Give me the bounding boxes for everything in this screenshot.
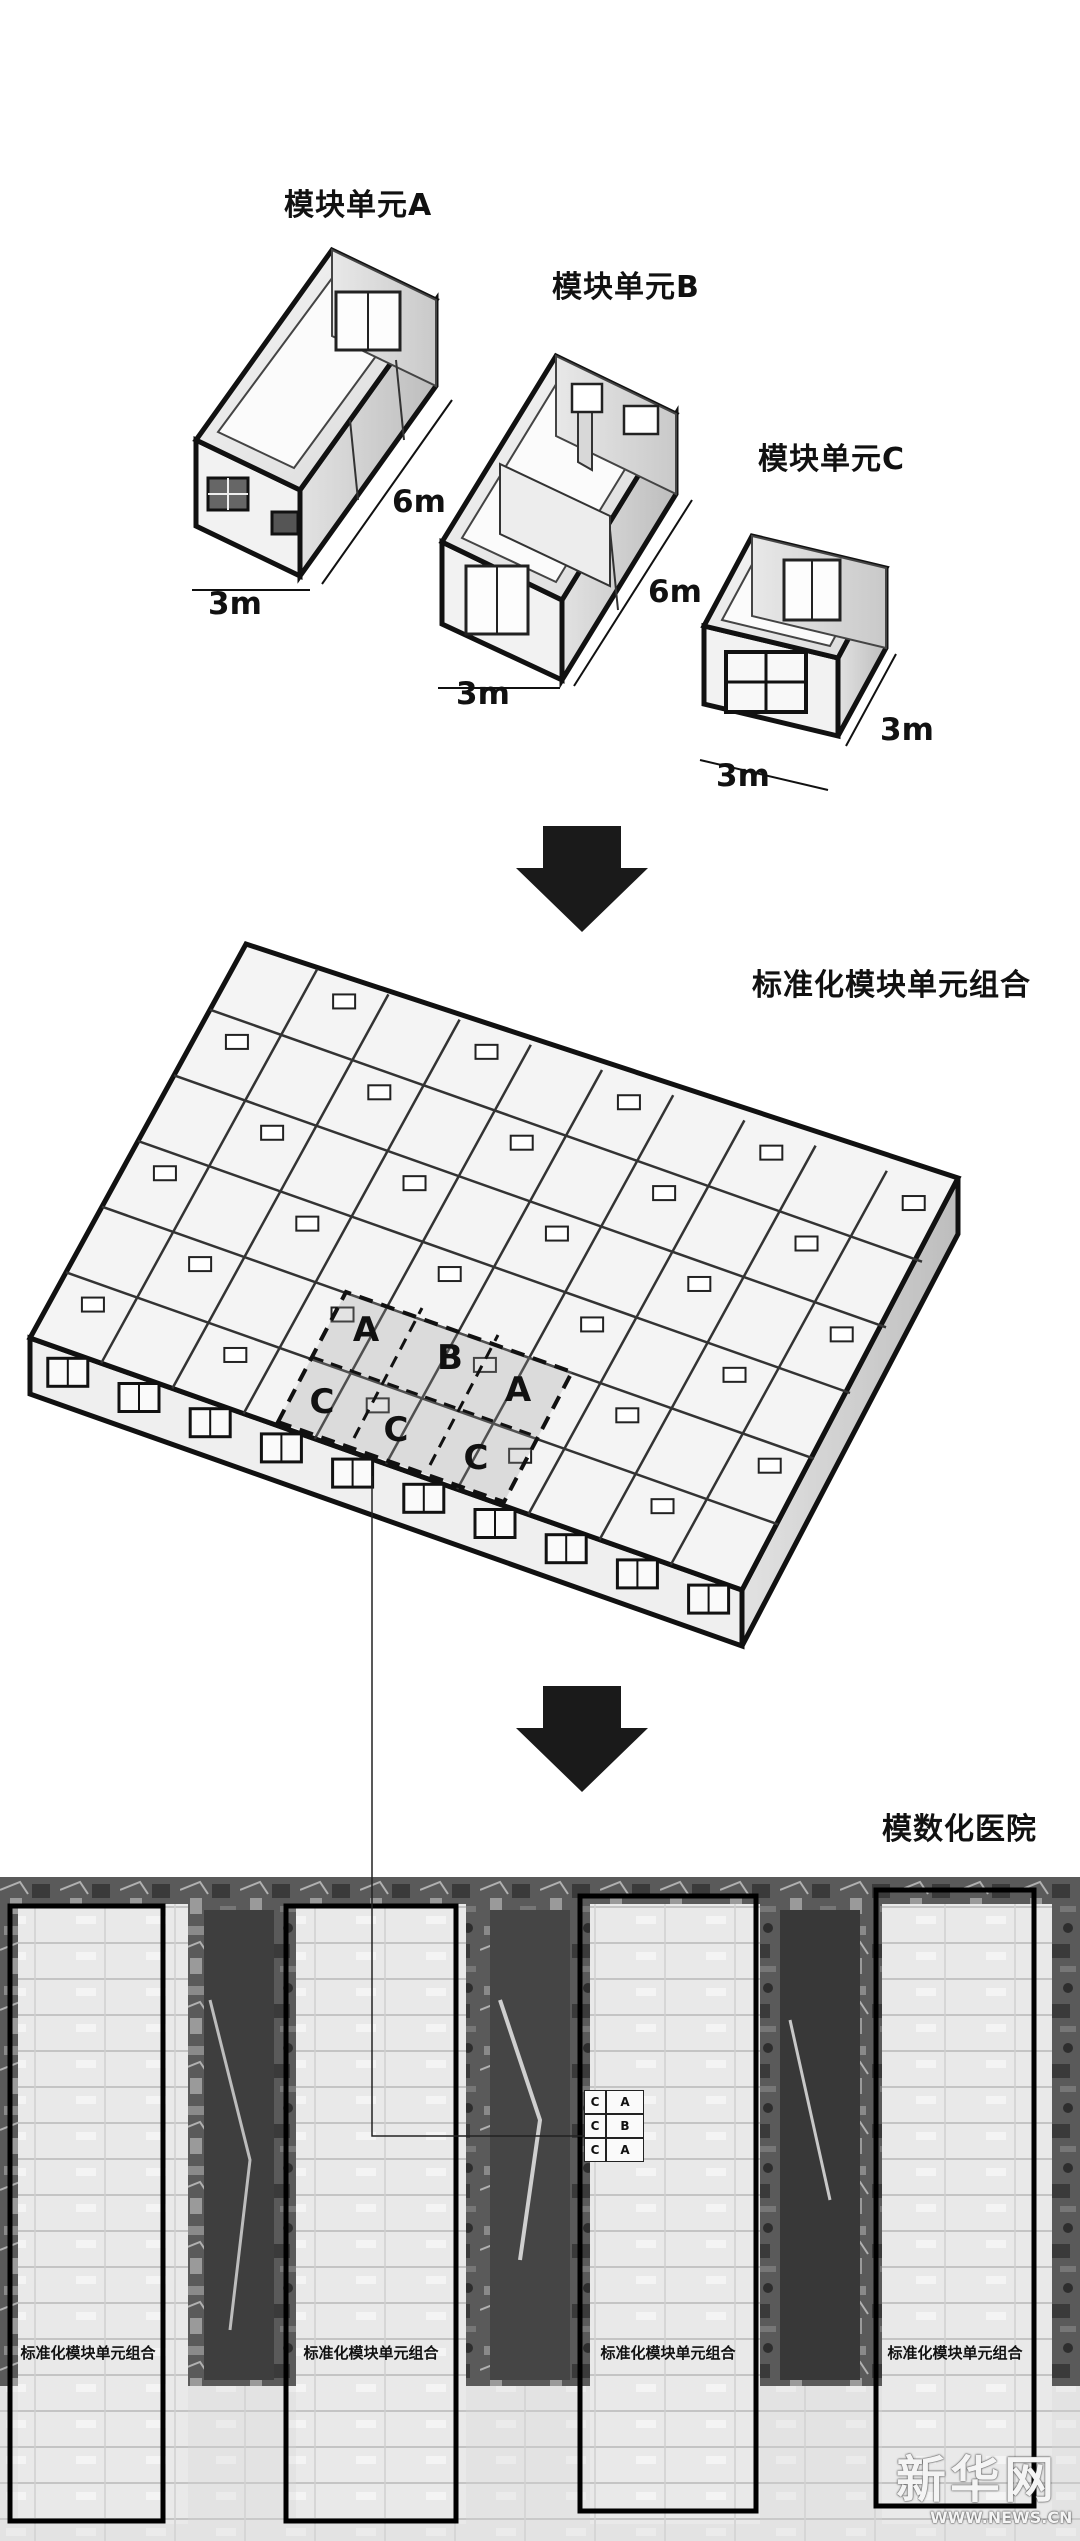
module-b-width-label: 3m	[456, 676, 510, 712]
window-icon	[189, 1257, 211, 1271]
mini-grid-cell: C	[584, 2138, 606, 2162]
mini-grid-cell: C	[584, 2114, 606, 2138]
zone-label: 标准化模块单元组合	[887, 2342, 1022, 2363]
window-icon	[903, 1196, 925, 1210]
window-icon	[831, 1327, 853, 1341]
window-icon	[546, 1227, 568, 1241]
assembly-cell-label: C	[384, 1410, 409, 1450]
module-c-title: 模块单元C	[758, 434, 905, 478]
module-a-title: 模块单元A	[284, 180, 432, 224]
window-icon	[224, 1348, 246, 1362]
assembly-cell-label: B	[437, 1338, 463, 1378]
window-icon	[616, 1408, 638, 1422]
module-a-width-label: 3m	[208, 586, 262, 622]
assembly-cell-label: A	[505, 1370, 531, 1410]
window-icon	[368, 1085, 390, 1099]
mini-grid-cell: C	[584, 2090, 606, 2114]
window-icon	[652, 1499, 674, 1513]
module-b-length-label: 6m	[648, 574, 702, 610]
window-icon	[261, 1126, 283, 1140]
zone-label: 标准化模块单元组合	[303, 2342, 438, 2363]
arrow-down-icon	[516, 826, 648, 932]
module-b-title: 模块单元B	[552, 262, 700, 306]
window-icon	[796, 1237, 818, 1251]
window-icon	[404, 1176, 426, 1190]
watermark-logo: 新华网	[896, 2440, 1058, 2512]
window-icon	[760, 1146, 782, 1160]
assembly-title: 标准化模块单元组合	[752, 960, 1031, 1004]
window-icon	[154, 1166, 176, 1180]
aerial-photo	[0, 1476, 1080, 2541]
window-icon	[759, 1459, 781, 1473]
assembly-grid-drawing	[30, 944, 958, 1646]
window-icon	[333, 994, 355, 1008]
hospital-title: 模数化医院	[882, 1804, 1037, 1848]
module-c-length-label: 3m	[880, 712, 934, 748]
zone-label: 标准化模块单元组合	[20, 2342, 155, 2363]
watermark-url: WWW.NEWS.CN	[930, 2508, 1072, 2527]
mini-grid-cell: A	[606, 2090, 644, 2114]
window-icon	[511, 1136, 533, 1150]
assembly-cell-label: C	[310, 1382, 335, 1422]
window-icon	[618, 1095, 640, 1109]
window-icon	[724, 1368, 746, 1382]
assembly-cell-label: C	[464, 1438, 489, 1478]
window-icon	[581, 1317, 603, 1331]
mini-grid-cell: A	[606, 2138, 644, 2162]
module-c-width-label: 3m	[716, 758, 770, 794]
zone-label: 标准化模块单元组合	[600, 2342, 735, 2363]
window-icon	[82, 1298, 104, 1312]
window-icon	[226, 1035, 248, 1049]
module-a-length-label: 6m	[392, 484, 446, 520]
window-icon	[653, 1186, 675, 1200]
module-a-drawing	[192, 250, 452, 590]
assembly-cell-label: A	[353, 1310, 379, 1350]
module-c-drawing	[700, 536, 896, 790]
window-icon	[476, 1045, 498, 1059]
window-icon	[439, 1267, 461, 1281]
arrow-down-icon	[516, 1686, 648, 1792]
window-icon	[688, 1277, 710, 1291]
module-b-drawing	[438, 356, 692, 688]
window-icon	[296, 1217, 318, 1231]
mini-grid-cell: B	[606, 2114, 644, 2138]
